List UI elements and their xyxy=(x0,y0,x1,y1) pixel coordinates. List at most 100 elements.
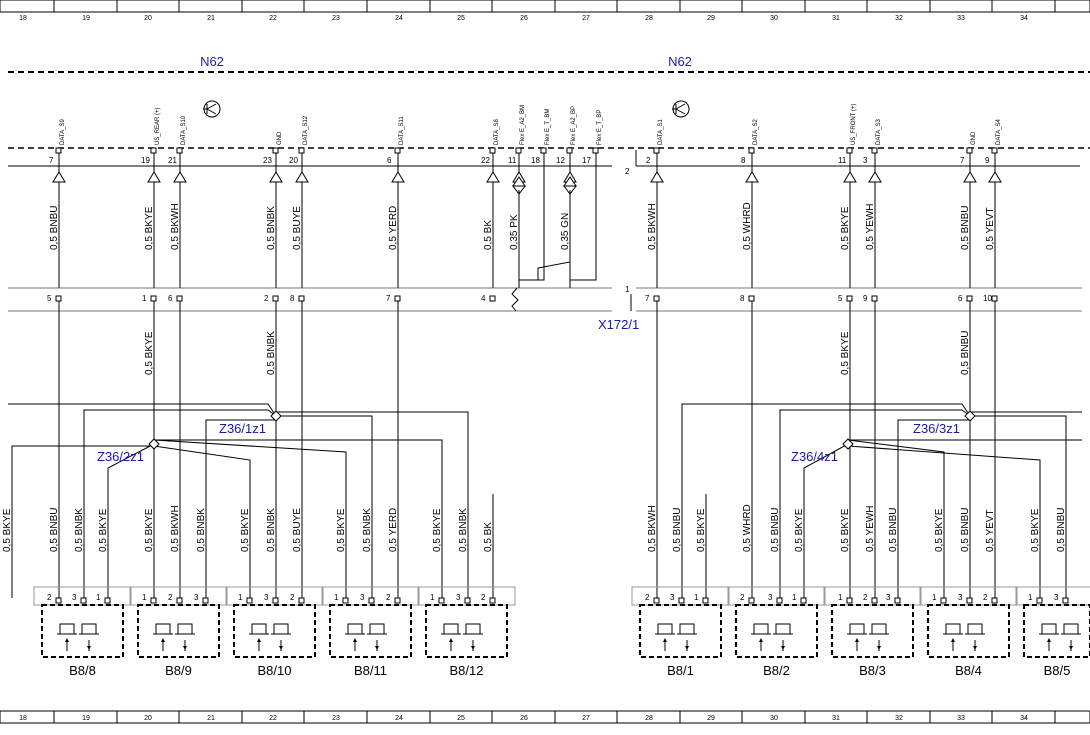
ecu-wire-label: 0,5 BK xyxy=(483,220,494,250)
sensor-label: B8/5 xyxy=(1044,663,1071,678)
splice-label: Z36/2z1 xyxy=(97,449,144,464)
ecu-wire-label: 0,35 GN xyxy=(560,213,571,250)
ruler-column-label: 23 xyxy=(332,15,340,22)
ruler-column-label: 29 xyxy=(707,715,715,722)
sensor-wire-label: 0,5 BKYE xyxy=(432,508,443,552)
ecu-wire-label: 0,5 YEVT xyxy=(985,207,996,250)
sensor-wire-label: 0,5 BKYE xyxy=(794,508,805,552)
flex-sensor-loop xyxy=(492,155,597,312)
connector-wire-label: 0,5 BNBK xyxy=(266,331,277,375)
ruler-column-label: 33 xyxy=(957,15,965,22)
ruler-column-label: 24 xyxy=(395,15,403,22)
sensor-pin-number: 1 xyxy=(932,593,937,602)
sensor-label: B8/9 xyxy=(165,663,192,678)
sensor-label: B8/4 xyxy=(955,663,982,678)
sensor-pin-number: 3 xyxy=(72,593,77,602)
connector-pin-number: 5 xyxy=(838,294,843,303)
ecu-pin-signal: US_REAR (+) xyxy=(155,107,161,145)
ecu-pin-number: 3 xyxy=(863,156,868,165)
sensor-pin-number: 1 xyxy=(1028,593,1033,602)
connector-pin-number: 10 xyxy=(983,294,992,303)
transistor-icon-right xyxy=(672,100,690,118)
sensor-pin-number: 3 xyxy=(194,593,199,602)
sensor-wire-label: 0,5 BNBU xyxy=(888,508,899,552)
ecu-pin-signal: DATA_S10 xyxy=(181,115,187,145)
ecu-pin-signal: DATA_S1 xyxy=(658,119,664,145)
sensor-pin-number: 2 xyxy=(47,593,52,602)
ruler-column-label: 28 xyxy=(645,715,653,722)
ruler-column-label: 23 xyxy=(332,715,340,722)
sensor-pin-number: 1 xyxy=(694,593,699,602)
ecu-wire-label: 0,5 BKWH xyxy=(647,203,658,250)
ruler-column-label: 26 xyxy=(520,15,528,22)
sensor-label: B8/8 xyxy=(69,663,96,678)
sensor-wire-group: 0,5 BKYE 0,5 BNBU 0,5 BNBK 0,5 BKYE 0,5 BKYE… xyxy=(2,494,1067,598)
sensor-wire-label: 0,5 BNBU xyxy=(49,508,60,552)
ecu-pin-number: 17 xyxy=(582,156,591,165)
ecu-pin-number: 2 xyxy=(646,156,651,165)
ruler-column-label: 22 xyxy=(269,715,277,722)
ruler-column-label: 18 xyxy=(19,715,27,722)
ecu-wire-label: 0,5 BNBU xyxy=(49,206,60,250)
sensor-wire-label: 0,5 BNBK xyxy=(196,508,207,552)
ecu-wire-label: 0,5 BUYE xyxy=(292,206,303,250)
splice-network xyxy=(8,403,1082,494)
connector-pin-number: 8 xyxy=(740,294,745,303)
ecu-pin-signal: DATA_S4 xyxy=(996,119,1002,145)
ecu-wire-label: 0,5 BNBK xyxy=(266,206,277,250)
sensor-wire-label: 0,5 BKWH xyxy=(170,505,181,552)
sensor-wire-label: 0,5 YERD xyxy=(388,508,399,552)
ecu-wire-label: 0,5 BKYE xyxy=(840,206,851,250)
sensor-pin-number: 1 xyxy=(838,593,843,602)
ecu-pin-number: 12 xyxy=(556,156,565,165)
ruler-column-label: 33 xyxy=(957,715,965,722)
ruler-column-label: 32 xyxy=(895,15,903,22)
sensor-wire-label: 0,5 BKYE xyxy=(240,508,251,552)
sensor-pin-number: 1 xyxy=(238,593,243,602)
connector-pin-number: 7 xyxy=(645,294,650,303)
ruler-column-label: 27 xyxy=(582,715,590,722)
ruler-column-label: 22 xyxy=(269,15,277,22)
splice-label: Z36/4z1 xyxy=(791,449,838,464)
sensor-pin-number: 3 xyxy=(958,593,963,602)
ruler-column-label: 19 xyxy=(82,715,90,722)
inline-connector-label: X172/1 xyxy=(598,317,639,332)
ruler-column-label: 28 xyxy=(645,15,653,22)
sensor-wire-label: 0,5 BNBK xyxy=(266,508,277,552)
ecu-pin-signal: Flex E_A2_BP xyxy=(571,106,577,145)
ecu-pin-number: 11 xyxy=(838,156,847,165)
ruler-column-label: 25 xyxy=(457,15,465,22)
ecu-pin-signal: Flex E_T_BM xyxy=(545,109,551,145)
sensor-wire-label: 0,5 BKYE xyxy=(1030,508,1041,552)
sensor-wire-label: 0,5 BKYE xyxy=(98,508,109,552)
ruler-column-label: 21 xyxy=(207,15,215,22)
sensor-pin-number: 1 xyxy=(334,593,339,602)
sensor-wire-label: 0,5 BKYE xyxy=(144,508,155,552)
ruler-column-label: 31 xyxy=(832,15,840,22)
sensor-pin-number: 1 xyxy=(430,593,435,602)
ecu-pin-number: 21 xyxy=(168,156,177,165)
ecu-pin-signal: DATA_S3 xyxy=(876,119,882,145)
ruler-column-label: 21 xyxy=(207,715,215,722)
sensor-wire-label: 0,5 BKWH xyxy=(647,505,658,552)
ecu-pin-number: 11 xyxy=(508,156,517,165)
ruler-column-label: 20 xyxy=(144,715,152,722)
sensor-wire-label: 0,5 BUYE xyxy=(292,508,303,552)
connector-pin-number: 5 xyxy=(47,294,52,303)
ruler-column-label: 34 xyxy=(1020,715,1028,722)
sensor-pin-number: 3 xyxy=(886,593,891,602)
connector-pin-number: 2 xyxy=(264,294,269,303)
sensor-pin-number: 2 xyxy=(645,593,650,602)
ecu-pin-number: 6 xyxy=(387,156,392,165)
